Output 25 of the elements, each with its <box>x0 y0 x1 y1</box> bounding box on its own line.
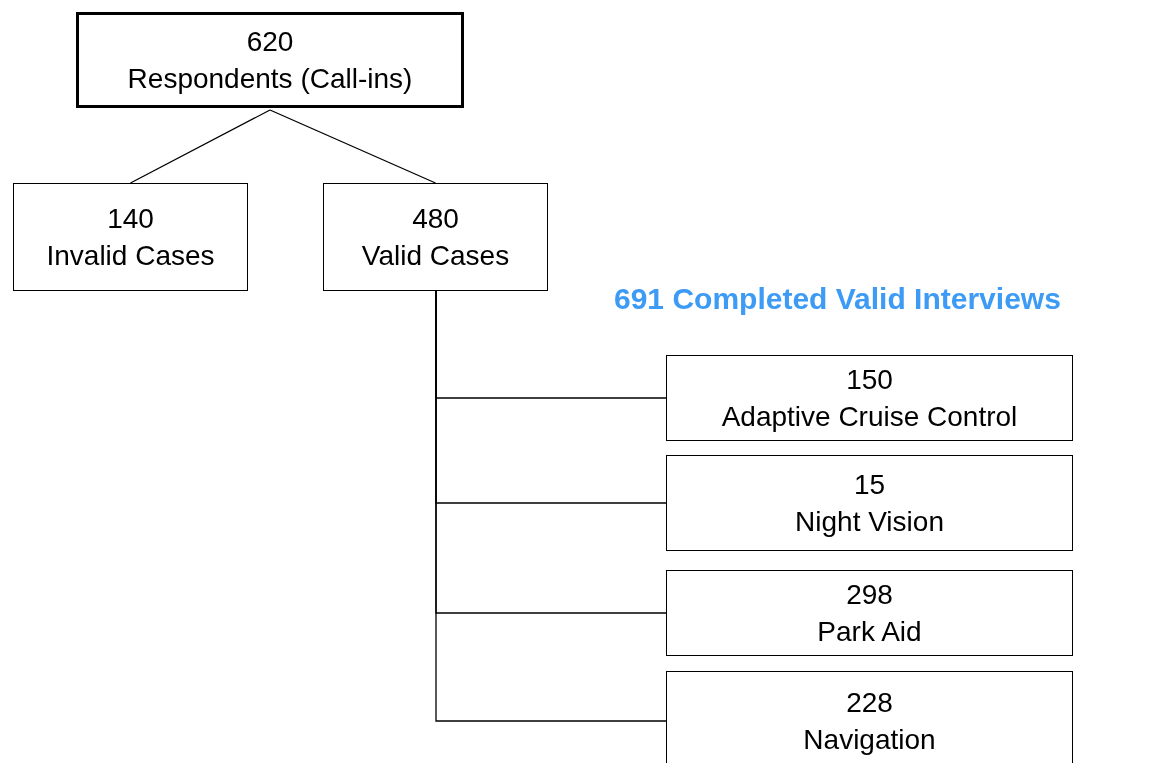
count-text: 480 <box>412 202 459 236</box>
connector-line <box>129 109 271 184</box>
connector-line <box>269 109 437 184</box>
count-text: 140 <box>107 202 154 236</box>
count-text: 620 <box>246 25 294 59</box>
count-text: 298 <box>846 578 893 612</box>
category-text: Adaptive Cruise Control <box>721 400 1018 434</box>
category-box <box>666 455 1073 551</box>
category-text: Valid Cases <box>361 239 510 273</box>
category-box <box>76 12 464 108</box>
category-text: Respondents (Call-ins) <box>127 62 413 96</box>
category-text: Park Aid <box>817 615 922 649</box>
category-box <box>666 570 1073 656</box>
category-text: Invalid Cases <box>46 239 215 273</box>
category-box <box>13 183 248 291</box>
summary-heading: 691 Completed Valid Interviews <box>614 281 1061 317</box>
category-text: Navigation <box>803 723 936 757</box>
category-box <box>666 671 1073 763</box>
count-text: 228 <box>846 686 893 720</box>
category-text: Night Vision <box>795 505 944 539</box>
count-text: 150 <box>846 363 893 397</box>
connector-line <box>435 290 667 722</box>
category-box <box>323 183 548 291</box>
count-text: 15 <box>853 468 886 502</box>
category-box <box>666 355 1073 441</box>
